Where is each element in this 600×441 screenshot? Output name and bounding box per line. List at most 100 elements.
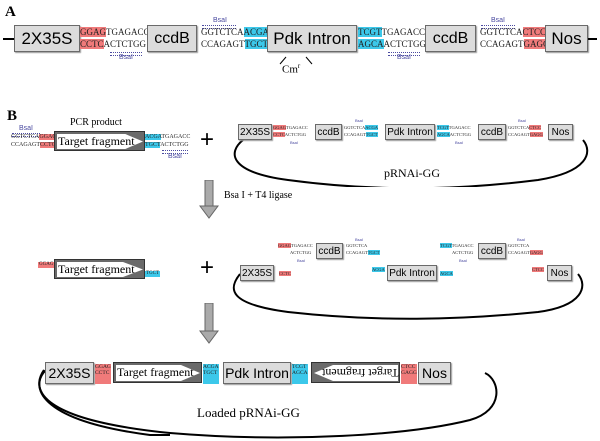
cmr-pointer-lines xyxy=(279,56,313,65)
seq-ggtctca-ctcc: GGTCTCACTCC xyxy=(480,27,547,37)
reaction-arrow-down-2 xyxy=(199,303,219,344)
nos-terminator-box: Nos xyxy=(547,265,572,281)
target-fragment-pcr xyxy=(54,131,145,151)
bsai-label: BsaI xyxy=(396,54,411,61)
pcr-seq-bottom-right: TGCTACTCTGG xyxy=(145,142,189,148)
bsai-label: BsaI xyxy=(516,237,525,242)
bsai-site-mark xyxy=(162,150,188,154)
target-fragment-label: Target fragment xyxy=(117,365,194,379)
overhang-ctcc: CTCC xyxy=(532,267,544,273)
vector-loop-digested xyxy=(232,273,584,320)
bsai-label: BsaI xyxy=(517,118,526,123)
seq-cctc-actctgg: CCTCACTCTGG xyxy=(80,39,147,49)
promoter-2x35s-box: 2X35S xyxy=(240,265,274,281)
vec-seq: GGAGTGAGACC xyxy=(273,125,308,130)
bsai-label: BsaI xyxy=(18,125,33,132)
ccdb-box-excised-2: ccdB xyxy=(478,243,506,259)
bsai-label: BsaI xyxy=(212,17,227,24)
seq-ggag-tgagacc: GGAGTGAGACC xyxy=(80,27,150,37)
excised-seq: GGAGTGAGACC xyxy=(278,243,313,248)
bsai-label: BsaI xyxy=(458,258,467,263)
excised-seq: ACTCTGG xyxy=(452,250,474,255)
overhang-cctc: CCTC xyxy=(279,271,291,277)
promoter-2x35s-box: 2X35S xyxy=(45,362,94,384)
target-fragment-label: Target fragment xyxy=(58,262,135,276)
vec-seq: CCAGAGTGAGG xyxy=(508,132,543,137)
vector-label: pRNAi-GG xyxy=(384,166,440,180)
ccdb-box-1: ccdB xyxy=(147,25,197,52)
excised-seq: CCAGAGTGAGG xyxy=(508,250,543,255)
overhang-tgct: TGCT xyxy=(145,271,161,277)
pcr-seq-bottom-left: CCAGAGTCCTC xyxy=(11,142,56,148)
vector-loop xyxy=(233,139,589,187)
excised-seq: GGTCTCA xyxy=(346,243,368,248)
cmr-label: Cmr xyxy=(282,62,301,76)
vec-seq: CCTCACTCTGG xyxy=(273,132,307,137)
seq-agca-actctgg: AGCAACTCTGG xyxy=(358,39,427,49)
promoter-2x35s-box: 2X35S xyxy=(14,25,80,52)
pcr-seq-top-left: GGTCTCAGGAG xyxy=(11,134,57,140)
pdk-intron-box: Pdk Intron xyxy=(385,124,435,140)
pdk-intron-box: Pdk Intron xyxy=(223,362,291,384)
overhang-ggag: GGAG xyxy=(38,262,55,268)
pdk-intron-box: Pdk Intron xyxy=(267,25,357,52)
excised-seq: CCAGAGTTGCT xyxy=(346,250,380,255)
ccdb-box-2: ccdB xyxy=(425,25,476,52)
bsai-site-mark xyxy=(388,52,420,56)
bsai-site-mark xyxy=(12,133,40,137)
vec-seq: GGTCTCAACGA xyxy=(344,125,379,130)
target-fragment-label-inverted: Target fragment xyxy=(322,366,399,380)
overhang-acga: ACGA xyxy=(372,267,385,273)
panel-b-label: B xyxy=(7,108,18,124)
vec-seq: GGTCTCACTCC xyxy=(508,125,542,130)
loaded-vector-loop-full xyxy=(38,369,498,439)
seq-ggtctca-acga: GGTCTCAACGA xyxy=(201,27,270,37)
excised-seq: TCGTTGAGACC xyxy=(440,243,474,248)
excised-seq: ACTCTGG xyxy=(290,250,312,255)
nos-terminator-box: Nos xyxy=(548,124,573,140)
reaction-arrow-down xyxy=(199,180,219,219)
bsai-site-mark xyxy=(110,52,142,56)
bsai-label: BsaI xyxy=(490,17,505,24)
vec-seq: AGCAACTCTGG xyxy=(437,132,472,137)
target-fragment-digested xyxy=(54,259,145,279)
bsai-label: BsaI xyxy=(354,118,363,123)
ccdb-box-2: ccdB xyxy=(478,124,506,140)
vec-seq: CCAGAGTTGCT xyxy=(344,132,378,137)
excised-seq: GGTCTCA xyxy=(508,243,530,248)
bsai-label: BsaI xyxy=(167,153,182,160)
pdk-intron-box: Pdk Intron xyxy=(387,265,437,281)
bsai-label: BsaI xyxy=(296,258,305,263)
target-fragment-sense xyxy=(113,362,202,383)
ccdb-box-1: ccdB xyxy=(315,124,342,140)
seq-ccagagt-gagg: CCAGAGTGAGG xyxy=(480,39,550,49)
panel-a-label: A xyxy=(5,4,16,20)
backbone-line-right xyxy=(588,38,597,40)
bsai-label: BsaI xyxy=(454,140,463,145)
target-fragment-antisense xyxy=(311,362,400,383)
bsai-label: BsaI xyxy=(354,237,363,242)
ccdb-box-excised-1: ccdB xyxy=(316,243,343,259)
seq-tcgt-tgagacc: TCGTTGAGACC xyxy=(358,27,426,37)
pcr-seq-top-right: ACGATGAGACC xyxy=(145,134,191,140)
vec-seq: TCGTTGAGACC xyxy=(437,125,471,130)
bsai-site-mark xyxy=(481,25,515,29)
overhang-agca: AGCA xyxy=(440,271,453,277)
target-fragment-label: Target fragment xyxy=(58,134,135,148)
plus-sign: + xyxy=(200,126,215,153)
backbone-line-left xyxy=(3,38,15,40)
bsai-label: BsaI xyxy=(289,140,298,145)
nos-terminator-box: Nos xyxy=(545,25,588,52)
pcr-product-label: PCR product xyxy=(70,117,122,128)
loaded-vector-label: Loaded pRNAi-GG xyxy=(197,405,300,420)
promoter-2x35s-box: 2X35S xyxy=(238,124,272,140)
bsai-label: BsaI xyxy=(118,54,133,61)
plus-sign: + xyxy=(200,254,215,281)
reaction-label: Bsa I + T4 ligase xyxy=(224,190,293,201)
bsai-site-mark xyxy=(202,25,236,29)
seq-ccagagt-tgct: CCAGAGTTGCT xyxy=(201,39,269,49)
